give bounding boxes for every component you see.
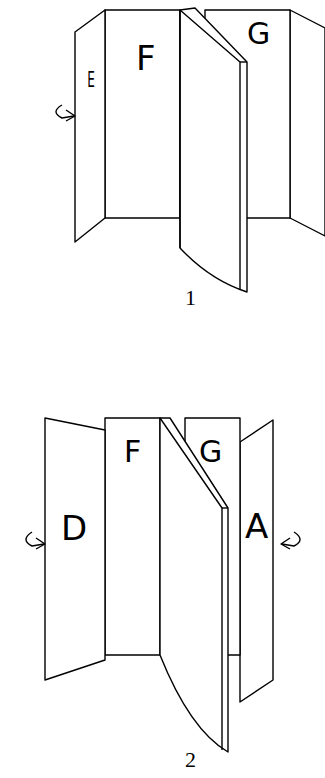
panel-a [240,420,273,702]
turn-arrow [56,105,74,118]
panel-letter: F [124,437,141,467]
panel-f [105,10,180,218]
arrow-head [66,110,75,121]
arrow-head [281,538,290,549]
page-edge [160,418,222,750]
panel-letter: G [199,437,222,467]
panel-letter: G [247,19,270,49]
figure-number: 1 [185,287,196,309]
page-edge [240,61,247,62]
panel-f [105,418,160,655]
panel-letter: F [136,41,156,75]
folded-page [160,418,228,752]
panel-letter: A [245,509,268,543]
right-panel [290,10,325,236]
page-edge [180,10,240,290]
panel-d [45,418,105,680]
turn-arrow [282,532,300,546]
panel-letter: D [61,511,87,545]
panel-letter: E [87,69,95,91]
fold-line [179,10,180,248]
page-edge [222,507,228,508]
arrow-head [36,538,45,549]
figure-number: 2 [185,749,196,771]
turn-arrow [26,532,44,546]
panel-e [75,10,105,242]
folded-page [180,8,247,292]
